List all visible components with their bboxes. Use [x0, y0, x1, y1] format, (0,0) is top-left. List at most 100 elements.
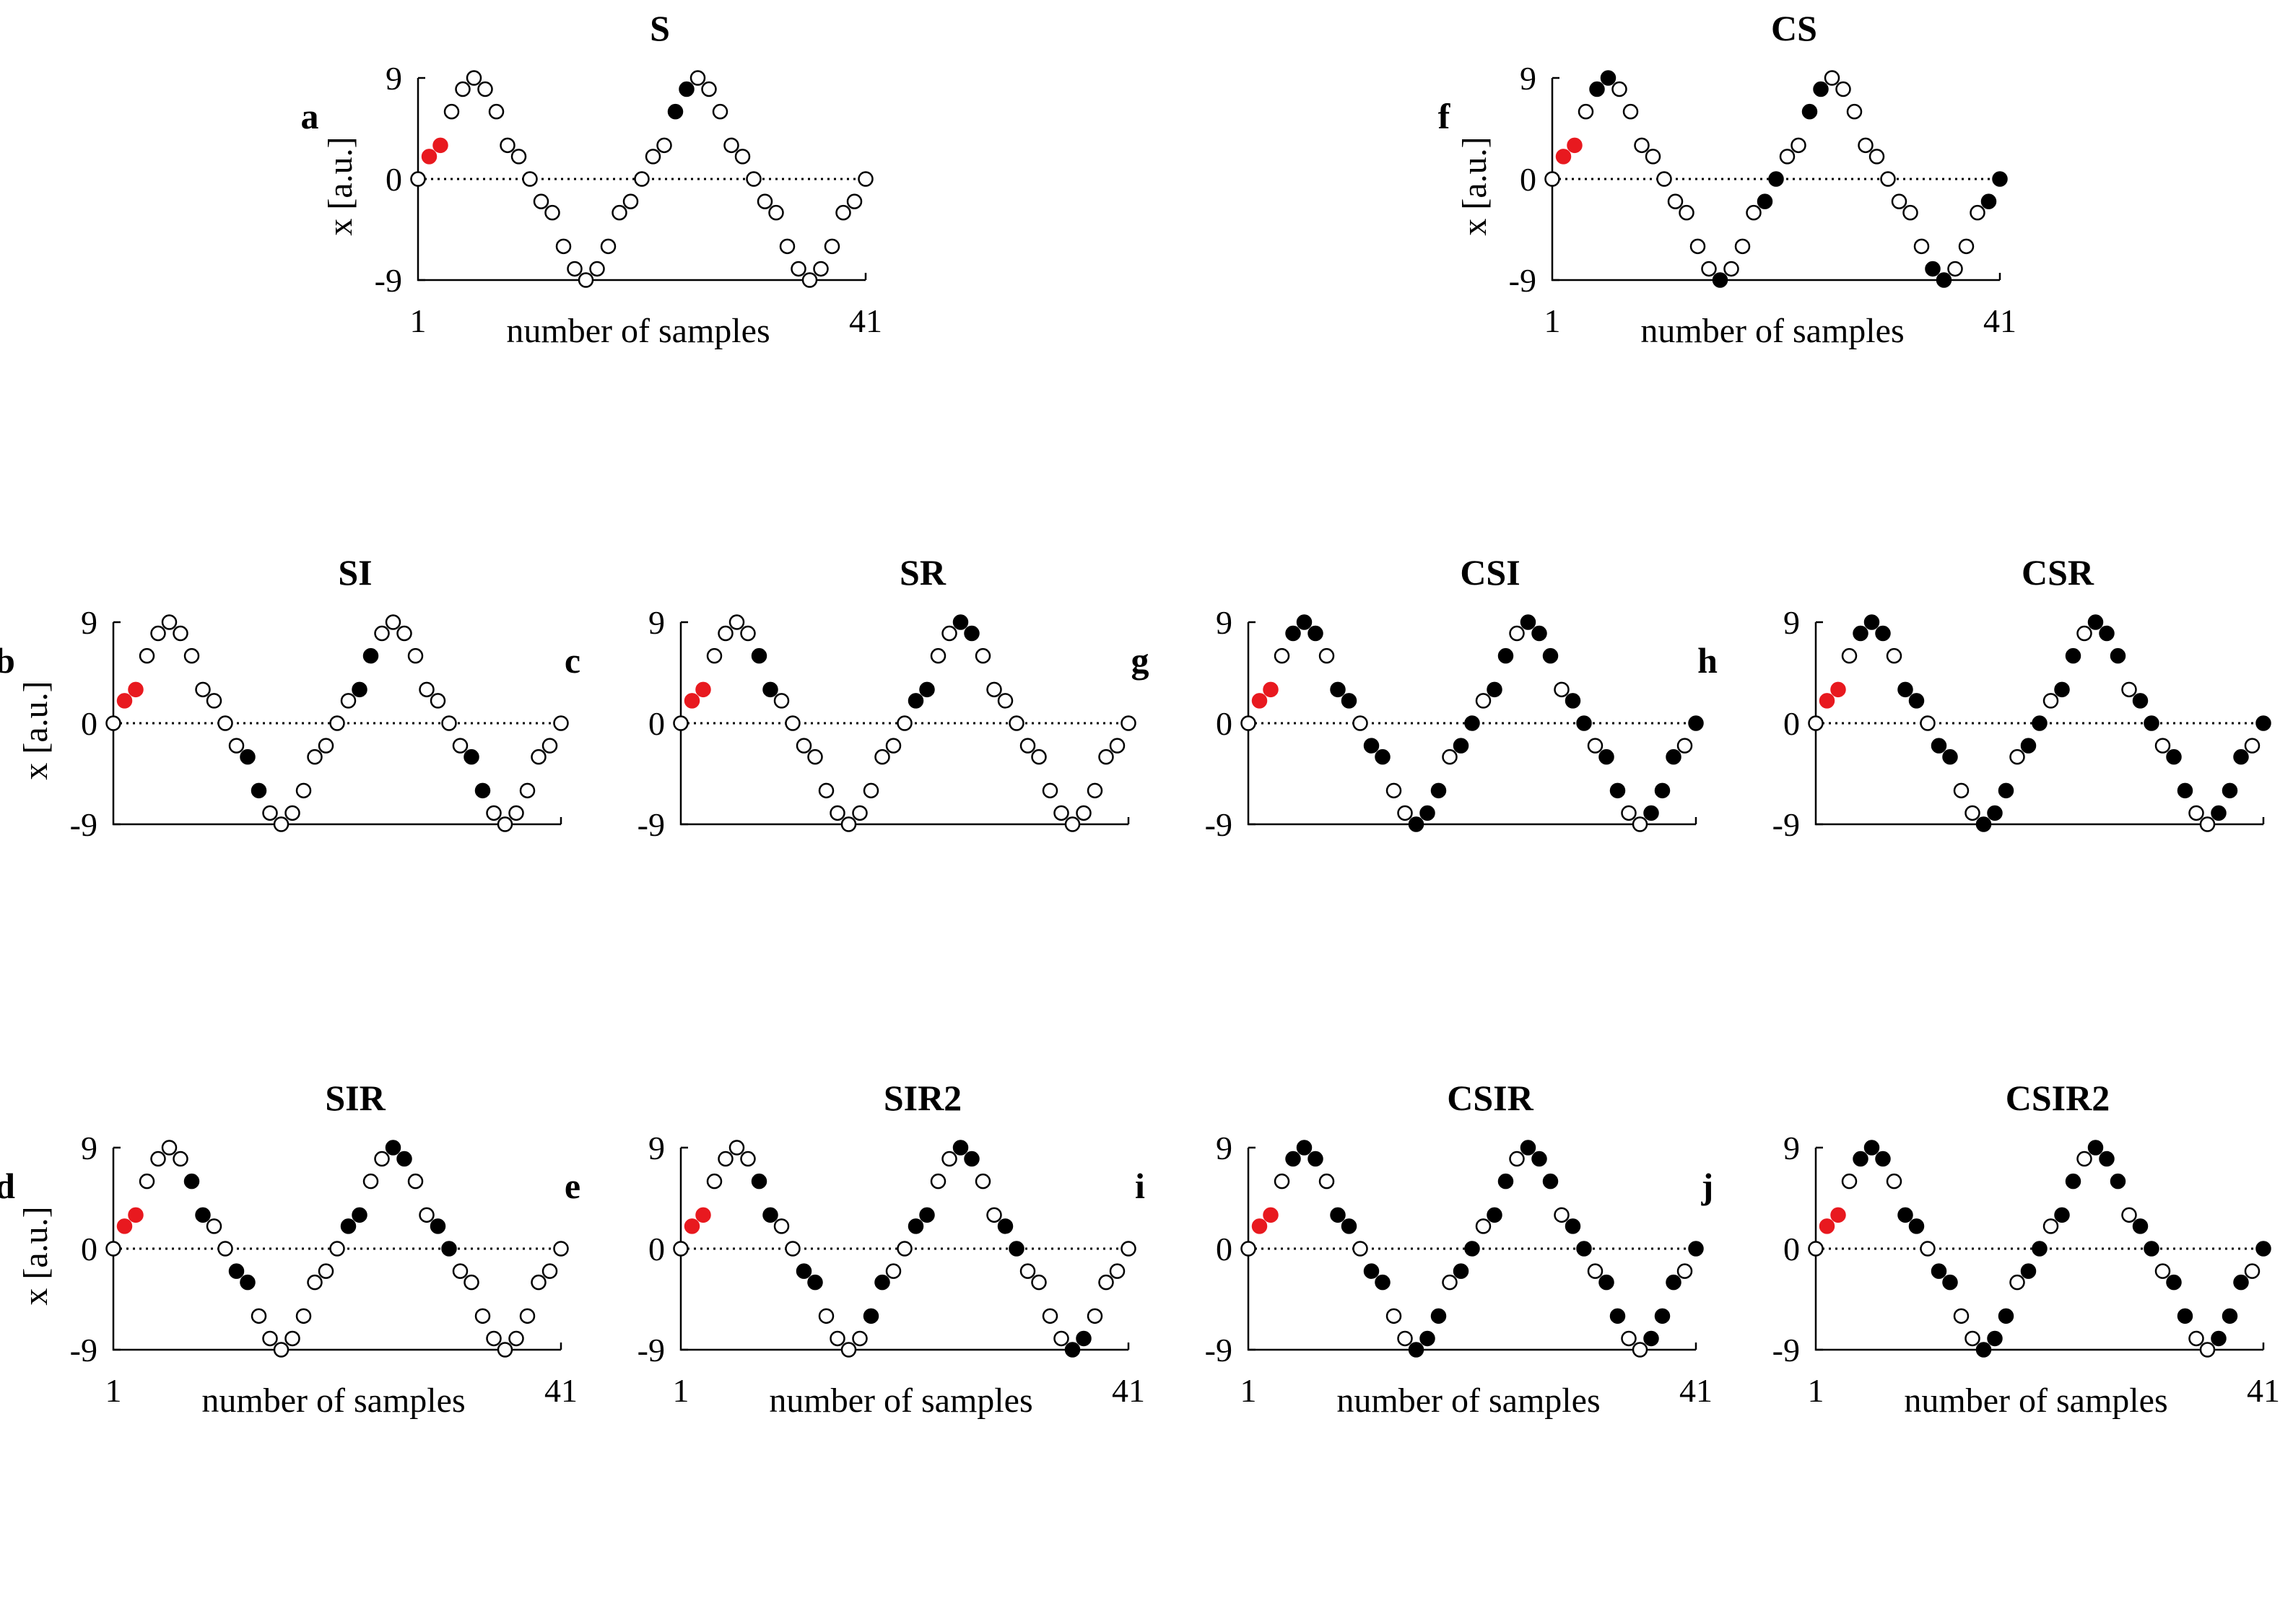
data-point-g-39 — [1666, 748, 1681, 765]
data-point-h-28 — [2110, 647, 2126, 664]
data-point-h-32 — [2154, 738, 2171, 754]
data-point-a-29 — [723, 137, 739, 154]
data-point-d-37 — [508, 1330, 524, 1347]
data-point-f-10 — [1645, 149, 1661, 165]
data-point-b-19 — [307, 748, 323, 765]
data-point-d-1 — [105, 1241, 121, 1257]
data-point-e-14 — [818, 1308, 835, 1324]
data-point-g-4 — [1274, 647, 1290, 664]
data-point-h-35 — [2188, 805, 2204, 821]
data-point-i-34 — [1609, 1308, 1626, 1324]
data-point-d-31 — [441, 1241, 457, 1257]
data-point-e-28 — [975, 1173, 991, 1189]
y-tick-label-e-0: 9 — [648, 1130, 665, 1166]
data-point-e-36 — [1064, 1342, 1081, 1358]
data-point-d-34 — [474, 1308, 491, 1324]
data-point-a-25 — [679, 81, 695, 97]
data-point-b-4 — [139, 647, 155, 664]
data-point-d-40 — [541, 1263, 558, 1279]
data-point-f-31 — [1880, 171, 1896, 187]
data-point-a-36 — [801, 272, 818, 288]
data-point-i-20 — [1453, 1263, 1469, 1279]
data-point-i-35 — [1621, 1330, 1637, 1347]
data-point-c-28 — [975, 647, 991, 664]
data-point-c-40 — [1109, 738, 1126, 754]
data-point-g-33 — [1598, 748, 1614, 765]
data-point-f-38 — [1958, 238, 1975, 255]
data-point-d-13 — [240, 1274, 256, 1291]
y-axis-label-b: x [a.u.] — [17, 681, 55, 780]
data-point-c-15 — [830, 805, 845, 821]
y-tick-label-c-1: 0 — [648, 705, 665, 742]
data-point-a-13 — [544, 204, 560, 221]
data-point-d-26 — [385, 1140, 401, 1156]
data-point-c-4 — [706, 647, 723, 664]
y-tick-label-d-1: 0 — [81, 1231, 97, 1267]
data-point-b-5 — [150, 625, 166, 642]
panel-letter-c: c — [565, 640, 580, 681]
data-point-d-32 — [452, 1263, 469, 1279]
data-point-b-36 — [497, 816, 513, 832]
data-point-g-32 — [1587, 738, 1604, 754]
data-point-f-4 — [1578, 103, 1594, 120]
data-point-i-1 — [1240, 1241, 1256, 1257]
data-point-c-6 — [728, 614, 745, 630]
data-point-e-13 — [807, 1274, 823, 1291]
data-point-a-1 — [410, 171, 426, 187]
y-tick-label-b-0: 9 — [81, 604, 97, 641]
data-point-a-30 — [734, 149, 751, 165]
data-point-j-11 — [1920, 1241, 1936, 1257]
data-point-h-1 — [1808, 715, 1824, 731]
data-point-f-26 — [1824, 70, 1840, 86]
data-point-f-21 — [1768, 171, 1784, 187]
data-point-c-27 — [964, 625, 980, 642]
data-point-c-12 — [796, 738, 812, 754]
data-point-f-33 — [1902, 204, 1918, 221]
data-point-c-22 — [908, 693, 924, 709]
data-point-j-20 — [2020, 1263, 2037, 1279]
data-point-i-32 — [1587, 1263, 1604, 1279]
y-tick-label-j-0: 9 — [1783, 1130, 1800, 1166]
y-tick-label-d-2: -9 — [70, 1332, 97, 1368]
data-point-j-10 — [1908, 1218, 1925, 1234]
data-point-a-3 — [432, 137, 448, 154]
data-point-d-21 — [329, 1241, 345, 1257]
data-point-c-41 — [1121, 715, 1136, 731]
data-point-e-2 — [684, 1218, 700, 1234]
data-point-b-29 — [419, 681, 435, 698]
data-point-h-18 — [1998, 782, 2014, 799]
y-tick-label-a-1: 0 — [386, 161, 402, 198]
data-point-d-38 — [519, 1308, 536, 1324]
data-point-j-8 — [1886, 1173, 1902, 1189]
data-point-h-37 — [2211, 805, 2227, 821]
data-point-a-7 — [477, 81, 493, 97]
data-point-j-22 — [2042, 1218, 2059, 1234]
data-point-i-40 — [1676, 1263, 1693, 1279]
data-point-j-19 — [2009, 1274, 2025, 1291]
data-point-e-33 — [1031, 1274, 1047, 1291]
data-point-b-12 — [228, 738, 245, 754]
data-point-b-13 — [240, 748, 256, 765]
data-point-d-36 — [497, 1342, 513, 1358]
data-point-d-8 — [183, 1173, 200, 1189]
data-point-b-38 — [519, 782, 536, 799]
panel-title-c: SR — [900, 552, 947, 593]
data-point-f-15 — [1701, 261, 1717, 277]
data-point-a-24 — [667, 103, 684, 120]
x-tick-label-end-d: 41 — [544, 1372, 578, 1409]
panel-letter-j: j — [1701, 1166, 1714, 1206]
data-point-g-41 — [1688, 715, 1704, 731]
data-point-h-19 — [2009, 748, 2025, 765]
data-point-g-13 — [1375, 748, 1391, 765]
data-point-a-9 — [500, 137, 515, 154]
data-point-e-25 — [941, 1151, 957, 1167]
data-point-j-2 — [1819, 1218, 1835, 1234]
data-point-c-30 — [997, 693, 1014, 709]
data-point-c-34 — [1042, 782, 1058, 799]
data-point-h-16 — [1975, 816, 1992, 832]
data-point-b-30 — [430, 693, 446, 709]
data-point-h-14 — [1953, 782, 1970, 799]
data-point-j-27 — [2099, 1151, 2115, 1167]
data-point-g-1 — [1240, 715, 1256, 731]
